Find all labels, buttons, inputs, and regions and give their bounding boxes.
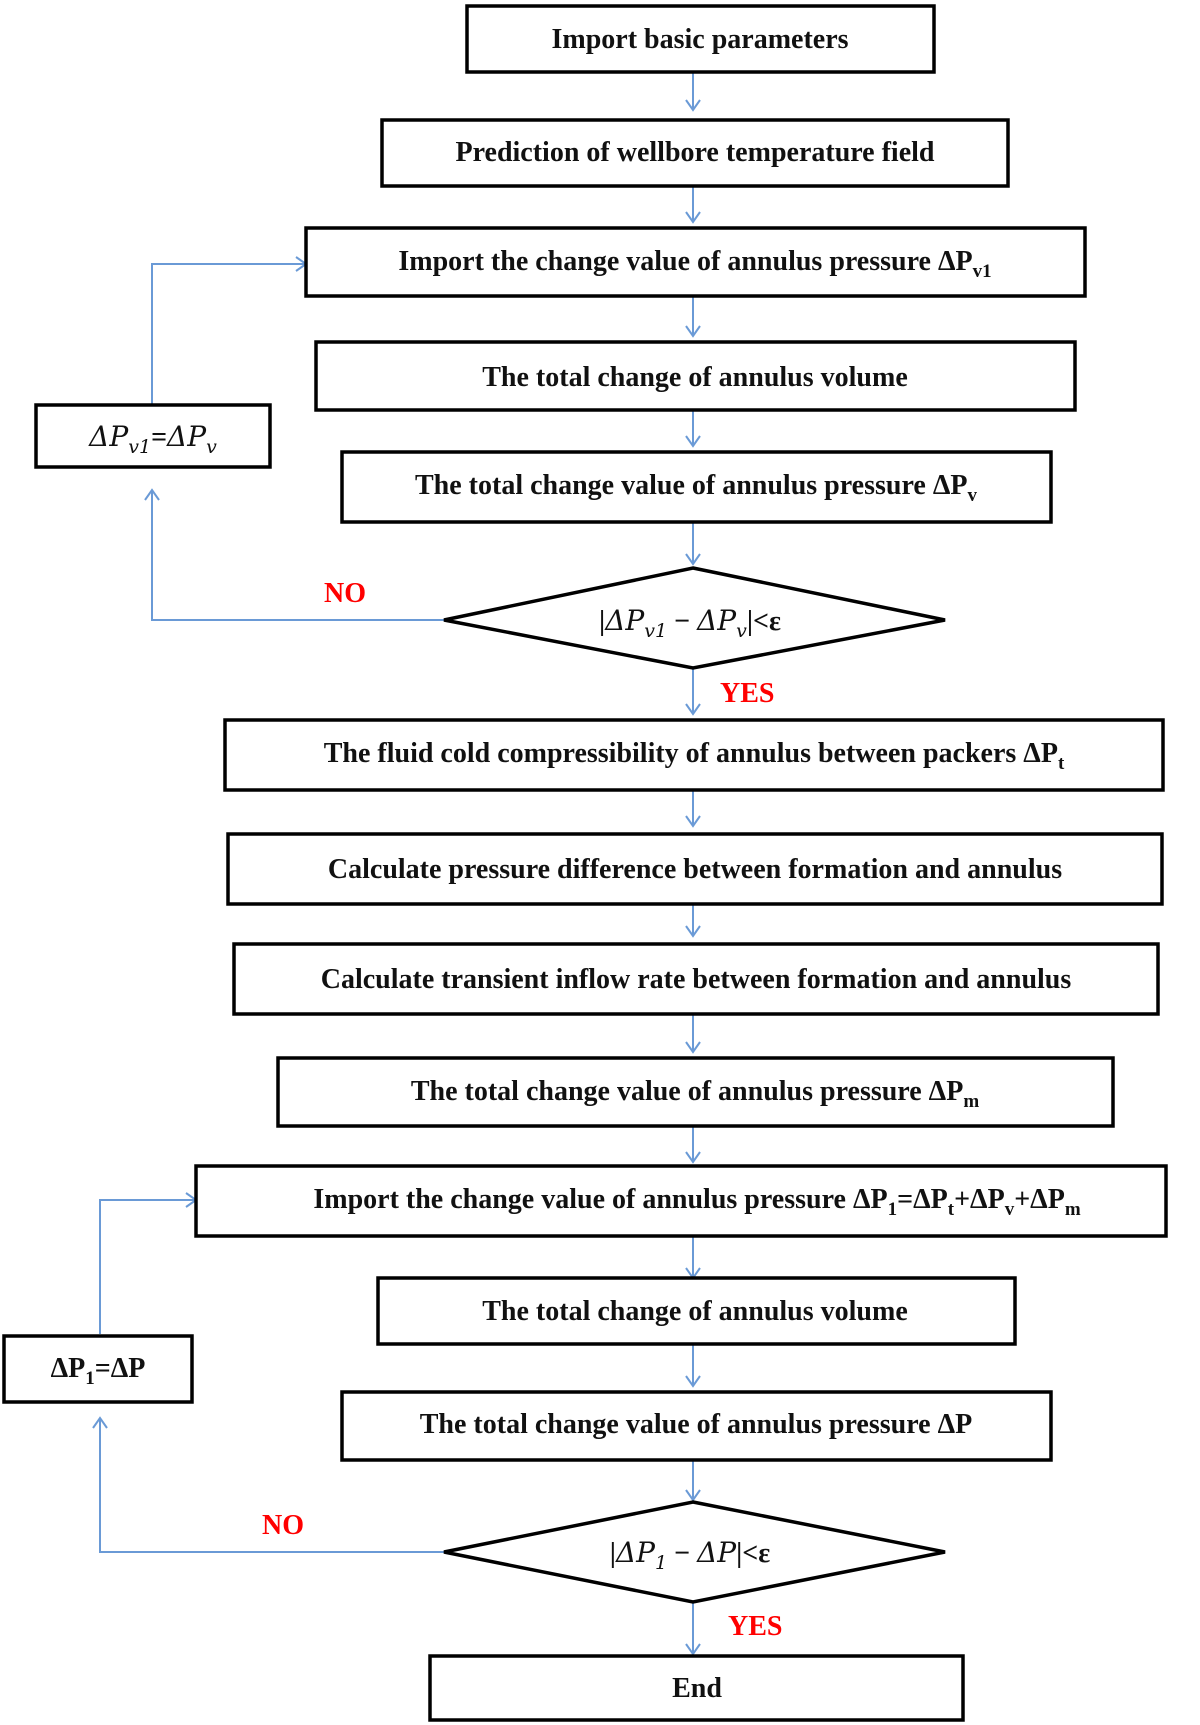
node-total-change-annulus-volume-2: The total change of annulus volume xyxy=(376,1276,1017,1346)
arrow-n2 xyxy=(685,99,701,112)
label-yes-2: YES xyxy=(728,1611,782,1642)
side-box-label: ΔPv1=ΔPv xyxy=(88,420,217,458)
arrow-n10 xyxy=(685,1151,701,1164)
side-box-label: ΔP1=ΔP xyxy=(51,1353,146,1389)
node-total-change-value-dpm: The total change value of annulus pressu… xyxy=(276,1056,1115,1128)
node-label: The total change value of annulus pressu… xyxy=(420,1409,972,1440)
arrow-n5 xyxy=(685,435,701,448)
node-label: Prediction of wellbore temperature field xyxy=(456,137,935,168)
arrow-n6 xyxy=(685,703,701,716)
decision-dpv1-dpv: |ΔPv1 − ΔPv|<ε xyxy=(443,566,946,670)
node-total-change-annulus-volume-1: The total change of annulus volume xyxy=(314,340,1077,412)
edges xyxy=(99,72,694,1652)
node-end: End xyxy=(428,1654,965,1722)
node-label: Import the change value of annulus press… xyxy=(398,246,991,282)
arrow-n3 xyxy=(685,211,701,224)
decision-dp1-dp: |ΔP1 − ΔP|<ε xyxy=(443,1500,946,1604)
arrow-n4 xyxy=(685,325,701,338)
node-label: The total change value of annulus pressu… xyxy=(415,470,977,506)
arrow-d1 xyxy=(685,553,701,566)
edge-s1-n3 xyxy=(151,263,306,404)
node-label: The total change of annulus volume xyxy=(482,362,908,393)
side-box-dp1-eq-dp: ΔP1=ΔP xyxy=(2,1334,194,1404)
decision-condition: |ΔP1 − ΔP|<ε xyxy=(610,1536,770,1574)
edge-d2-s2 xyxy=(99,1418,444,1553)
node-label: Calculate pressure difference between fo… xyxy=(328,854,1062,885)
edge-d1-s1 xyxy=(151,490,444,621)
node-calculate-transient-inflow: Calculate transient inflow rate between … xyxy=(232,942,1160,1016)
node-import-change-value-dp1: Import the change value of annulus press… xyxy=(194,1164,1168,1238)
node-import-basic-parameters: Import basic parameters xyxy=(465,4,936,74)
node-fluid-cold-compressibility: The fluid cold compressibility of annulu… xyxy=(223,718,1165,792)
node-prediction-temperature-field: Prediction of wellbore temperature field xyxy=(380,118,1010,188)
node-total-change-value-dp: The total change value of annulus pressu… xyxy=(340,1390,1053,1462)
node-label: The total change of annulus volume xyxy=(482,1296,908,1327)
arrow-s1 xyxy=(144,488,160,501)
arrow-s2 xyxy=(92,1416,108,1429)
node-label: The fluid cold compressibility of annulu… xyxy=(324,738,1065,774)
edge-s2-n10 xyxy=(99,1199,196,1334)
node-total-change-value-dpv: The total change value of annulus pressu… xyxy=(340,450,1053,524)
side-box-dpv1-eq-dpv: ΔPv1=ΔPv xyxy=(34,403,272,469)
arrow-end xyxy=(685,1643,701,1656)
arrow-n8 xyxy=(685,925,701,938)
label-no-2: NO xyxy=(262,1510,304,1541)
node-label: The total change value of annulus pressu… xyxy=(411,1076,979,1112)
arrow-n7 xyxy=(685,815,701,828)
arrow-n9 xyxy=(685,1041,701,1054)
arrow-d2 xyxy=(685,1489,701,1502)
node-calculate-pressure-difference: Calculate pressure difference between fo… xyxy=(226,832,1164,906)
arrow-n12 xyxy=(685,1375,701,1388)
node-label: Import basic parameters xyxy=(551,24,848,55)
node-import-change-value-dpv1: Import the change value of annulus press… xyxy=(304,226,1087,298)
label-yes-1: YES xyxy=(720,678,774,709)
node-label: Import the change value of annulus press… xyxy=(313,1184,1080,1220)
node-label: End xyxy=(672,1673,722,1704)
label-no-1: NO xyxy=(324,578,366,609)
decision-condition: |ΔPv1 − ΔPv|<ε xyxy=(599,604,781,642)
node-label: Calculate transient inflow rate between … xyxy=(321,964,1072,995)
